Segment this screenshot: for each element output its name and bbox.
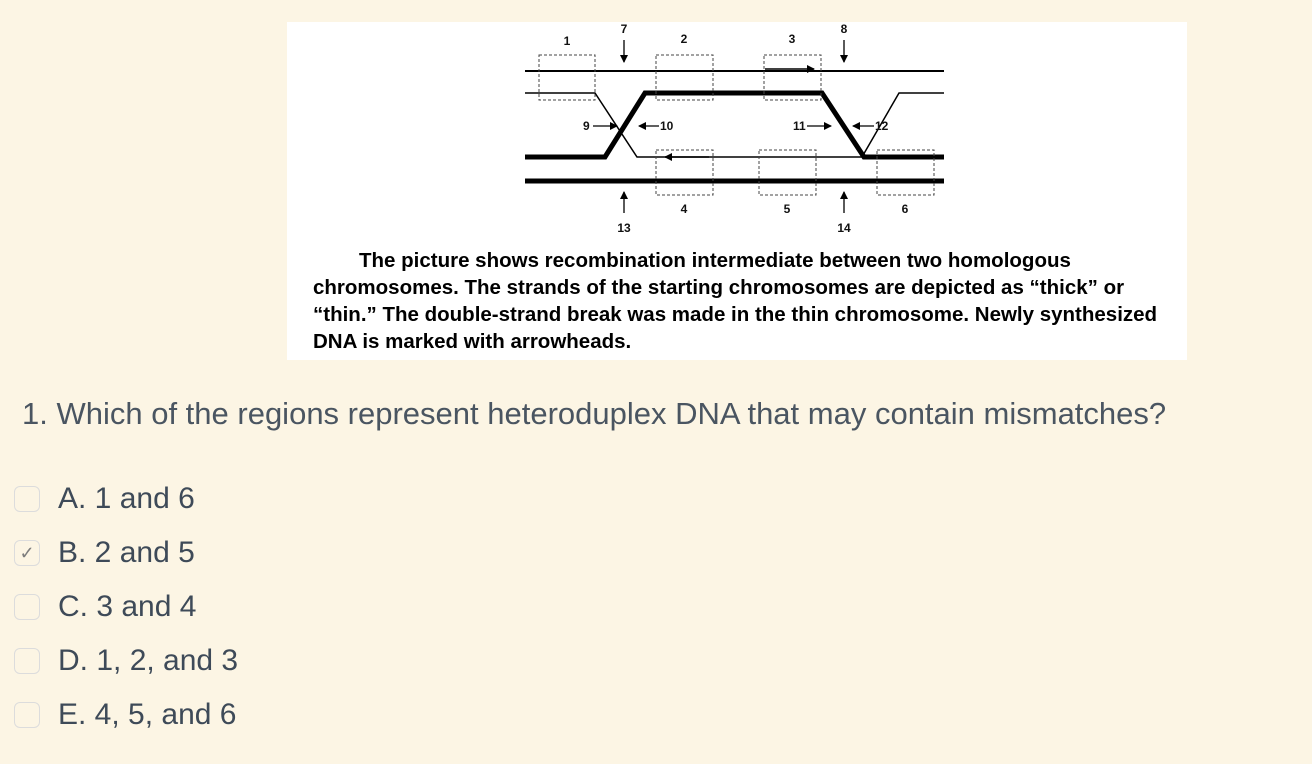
figure-caption: The picture shows recombination intermed… <box>313 249 1158 353</box>
junction-label-11: 11 <box>793 119 806 133</box>
option-b[interactable]: ✓ B. 2 and 5 <box>14 526 238 580</box>
region-label-1: 1 <box>564 34 571 48</box>
region-label-5: 5 <box>784 202 791 216</box>
region-label-3: 3 <box>789 32 796 46</box>
junction-label-9: 9 <box>583 119 590 133</box>
option-d-label: D. 1, 2, and 3 <box>58 644 239 677</box>
region-label-2: 2 <box>681 32 688 46</box>
region-box-6 <box>876 149 935 196</box>
junction-label-13: 13 <box>617 221 631 235</box>
junction-label-14: 14 <box>837 221 851 235</box>
region-label-4: 4 <box>681 202 688 216</box>
question-text: 1. Which of the regions represent hetero… <box>22 396 1167 431</box>
option-e-checkbox[interactable] <box>14 702 40 728</box>
answer-options: A. 1 and 6 ✓ B. 2 and 5 C. 3 and 4 D. 1,… <box>14 472 238 742</box>
region-box-4 <box>655 149 714 196</box>
region-box-2 <box>655 54 714 101</box>
region-box-5 <box>758 149 817 196</box>
option-e[interactable]: E. 4, 5, and 6 <box>14 688 238 742</box>
region-box-1 <box>538 54 596 101</box>
option-c-label: C. 3 and 4 <box>58 590 197 623</box>
junction-label-10: 10 <box>660 119 674 133</box>
option-b-label: B. 2 and 5 <box>58 536 195 569</box>
check-icon: ✓ <box>19 543 35 563</box>
option-c-checkbox[interactable] <box>14 594 40 620</box>
junction-label-8: 8 <box>841 22 848 36</box>
region-label-6: 6 <box>902 202 909 216</box>
option-c[interactable]: C. 3 and 4 <box>14 580 238 634</box>
region-box-3 <box>763 54 822 101</box>
junction-label-7: 7 <box>621 22 628 36</box>
option-a[interactable]: A. 1 and 6 <box>14 472 238 526</box>
option-d-checkbox[interactable] <box>14 648 40 674</box>
junction-label-12: 12 <box>875 119 889 133</box>
option-e-label: E. 4, 5, and 6 <box>58 698 237 731</box>
recombination-figure: 1 2 3 4 5 6 7 8 9 10 11 12 13 14 The pic… <box>287 22 1187 360</box>
option-a-label: A. 1 and 6 <box>58 482 195 515</box>
option-b-checkbox[interactable]: ✓ <box>14 540 40 566</box>
option-d[interactable]: D. 1, 2, and 3 <box>14 634 238 688</box>
recombination-diagram: 1 2 3 4 5 6 7 8 9 10 11 12 13 14 <box>525 22 944 235</box>
thin-strand-crossing <box>525 92 944 158</box>
option-a-checkbox[interactable] <box>14 486 40 512</box>
